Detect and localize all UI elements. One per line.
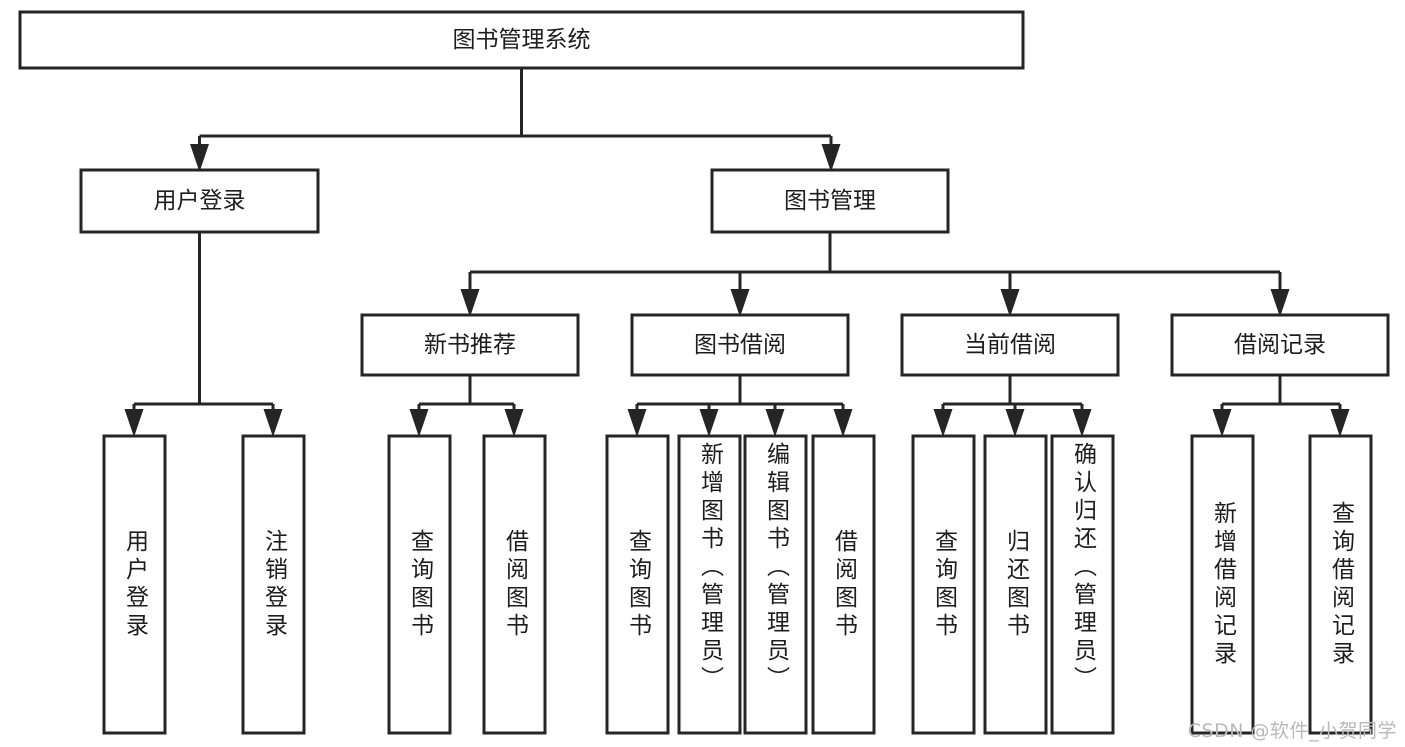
arrow-head-icon: [1005, 409, 1025, 437]
node-box-system-root[interactable]: [18, 10, 1025, 70]
node-box-leaf-add-book-admin[interactable]: [677, 434, 742, 735]
connector-userlogin-to-leaves: [124, 232, 283, 437]
node-box-leaf-edit-book-admin[interactable]: [743, 434, 808, 735]
connector-newbook-to-leaves: [409, 375, 524, 437]
arrow-head-icon: [699, 409, 719, 437]
arrow-head-icon: [263, 409, 283, 437]
arrow-head-icon: [504, 409, 524, 437]
node-box-book-borrow[interactable]: [630, 313, 850, 377]
arrow-head-icon: [730, 289, 750, 317]
node-box-user-login[interactable]: [79, 168, 320, 234]
connector-currentborrow-to-leaves: [933, 375, 1092, 437]
node-box-leaf-return-book[interactable]: [983, 434, 1048, 735]
arrow-head-icon: [124, 409, 144, 437]
arrow-head-icon: [1000, 289, 1020, 317]
connector-borrowrecord-to-leaves: [1212, 375, 1350, 437]
connector-root-to-level2: [190, 68, 841, 172]
node-box-book-management[interactable]: [710, 168, 950, 234]
node-box-leaf-query-book-borrow[interactable]: [605, 434, 670, 735]
node-box-leaf-borrow-book-recommend[interactable]: [482, 434, 547, 735]
node-box-leaf-confirm-return-admin[interactable]: [1050, 434, 1115, 735]
node-box-leaf-user-login[interactable]: [102, 434, 167, 735]
arrow-head-icon: [190, 144, 209, 172]
node-box-leaf-query-book-current[interactable]: [911, 434, 976, 735]
arrow-head-icon: [821, 144, 841, 172]
node-box-leaf-logout-login[interactable]: [241, 434, 306, 735]
node-box-borrow-record[interactable]: [1170, 313, 1390, 377]
arrow-head-icon: [1212, 409, 1232, 437]
node-box-leaf-add-borrow-record[interactable]: [1190, 434, 1255, 735]
connector-bookborrow-to-leaves: [627, 375, 853, 437]
arrow-head-icon: [409, 409, 429, 437]
arrow-head-icon: [933, 409, 953, 437]
arrow-head-icon: [765, 409, 785, 437]
arrow-head-icon: [1072, 409, 1092, 437]
arrow-head-icon: [627, 409, 647, 437]
arrow-head-icon: [1270, 289, 1290, 317]
node-box-new-book-recommend[interactable]: [360, 313, 580, 377]
arrow-head-icon: [1330, 409, 1350, 437]
csdn-watermark: CSDN @软件_小贺同学: [1187, 720, 1397, 742]
connector-bookmgmt-to-level3: [460, 232, 1290, 317]
node-box-current-borrow[interactable]: [900, 313, 1120, 377]
node-box-leaf-query-borrow-record[interactable]: [1308, 434, 1373, 735]
arrow-head-icon: [460, 289, 480, 317]
arrow-head-icon: [833, 409, 853, 437]
node-box-leaf-query-book-recommend[interactable]: [387, 434, 452, 735]
node-box-leaf-borrow-book[interactable]: [811, 434, 876, 735]
